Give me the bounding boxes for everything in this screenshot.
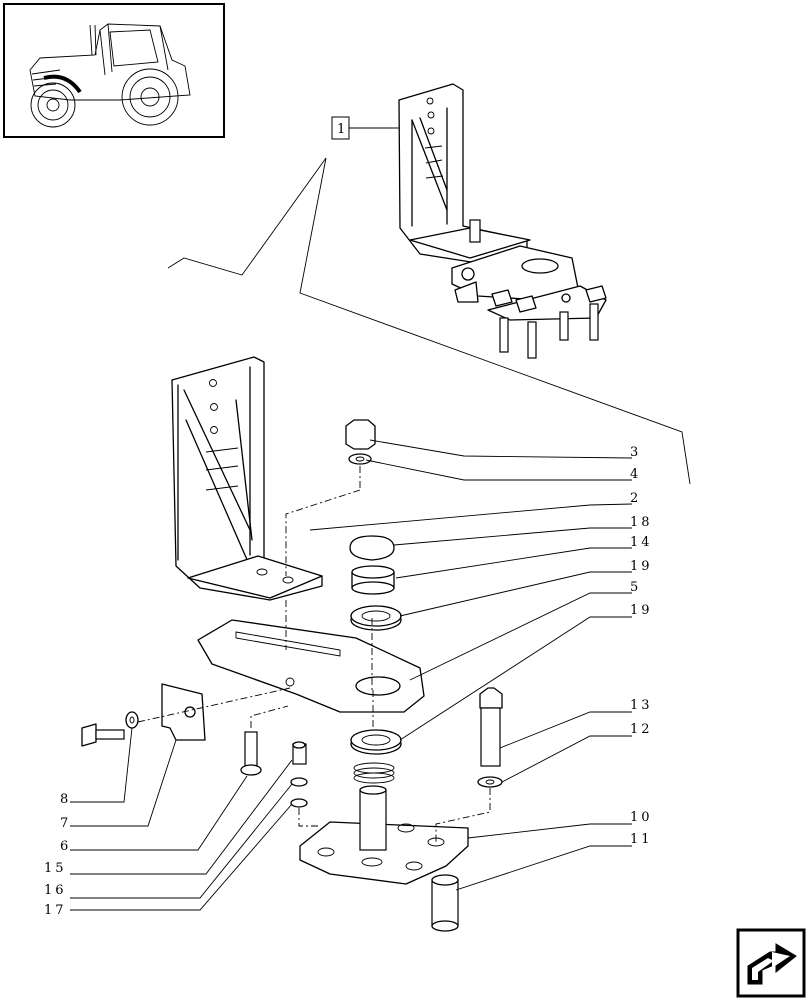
screw-part-6 [240, 731, 262, 776]
callout-6: 6 [60, 839, 71, 854]
callout-15: 15 [44, 861, 67, 876]
callout-5: 5 [630, 580, 641, 595]
bracket-part-2 [171, 356, 323, 601]
bolt-part-8 [81, 711, 139, 747]
callout-19a: 19 [630, 559, 653, 574]
callout-4: 4 [630, 467, 641, 482]
next-page-arrow-icon[interactable] [736, 928, 806, 998]
grease-nipple-part-15 [290, 741, 308, 808]
callout-14: 14 [630, 535, 653, 550]
assembled-bracket [398, 83, 607, 359]
leader-lines [70, 439, 633, 911]
bearing-part-19b [350, 729, 402, 755]
callout-7: 7 [60, 816, 71, 831]
callout-16: 16 [44, 883, 67, 898]
callout-12: 12 [630, 722, 653, 737]
link-arm-part-5 [197, 619, 425, 713]
callout-11: 11 [630, 832, 653, 847]
base-plate-part-10 [299, 785, 469, 885]
tractor-thumbnail-icon[interactable] [3, 3, 225, 138]
callout-3: 3 [630, 445, 641, 460]
sleeve-part-11 [431, 874, 459, 932]
callout-8: 8 [60, 792, 71, 807]
callout-10: 10 [630, 810, 653, 825]
callout-18: 18 [630, 515, 653, 530]
bolt-part-13 [477, 687, 503, 788]
callout-2: 2 [630, 491, 641, 506]
bushing-part-14 [351, 565, 395, 595]
callout-13: 13 [630, 698, 653, 713]
bearing-part-19a [350, 605, 402, 631]
callout-19b: 19 [630, 603, 653, 618]
reference-label: 1 [337, 122, 345, 137]
nut-part-3 [345, 419, 376, 465]
spring [353, 762, 395, 784]
callout-17: 17 [44, 903, 67, 918]
reference-box: 1 [331, 116, 399, 140]
callout-numbers: 3 4 2 18 14 19 5 19 13 12 10 11 8 7 6 15… [44, 445, 653, 918]
cap-part-18 [349, 535, 395, 561]
